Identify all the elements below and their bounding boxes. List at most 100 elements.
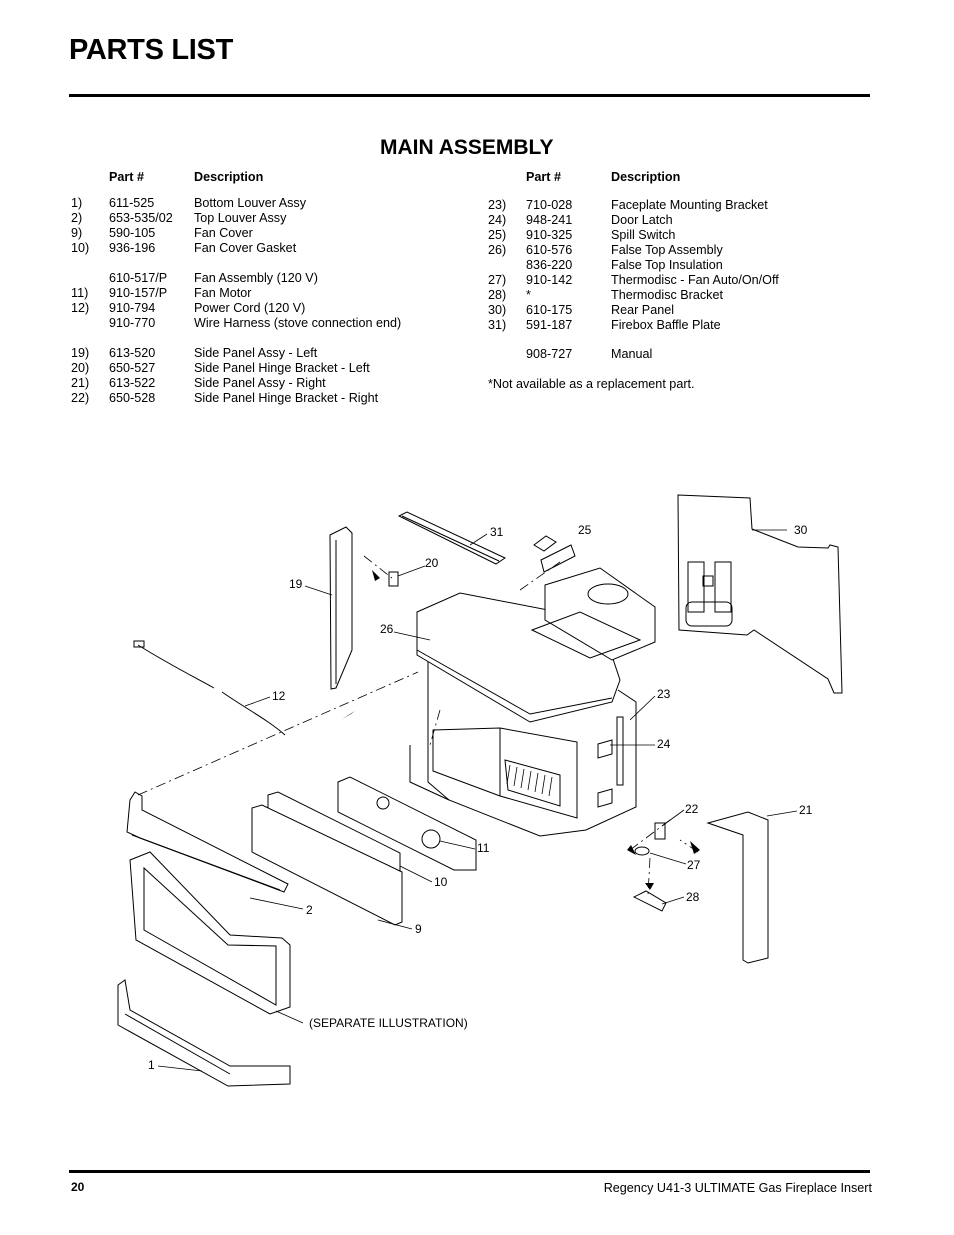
thermodisc-27 [634,846,650,856]
part-number: * [526,288,531,302]
item-number: 30) [488,303,507,317]
item-number: 10) [71,241,90,255]
part-description: False Top Assembly [611,243,723,257]
footnote: *Not available as a replacement part. [488,377,695,391]
callout-10: 10 [434,875,448,889]
item-number: 11) [71,286,89,300]
item-number: 21) [71,376,90,390]
callout-23: 23 [657,687,671,701]
part-number: 611-525 [109,196,155,210]
part-number: 650-527 [109,361,156,375]
top-divider [69,94,870,97]
callout-20: 20 [425,556,439,570]
item-number: 2) [71,211,83,225]
rear-panel-30 [677,494,843,694]
part-number: 710-028 [526,198,573,212]
footer-title: Regency U41-3 ULTIMATE Gas Fireplace Ins… [603,1181,872,1195]
thermodisc-bracket-28 [632,890,667,912]
part-number: 610-175 [526,303,573,317]
hinge-bracket-22 [654,822,666,840]
part-description: Thermodisc - Fan Auto/On/Off [611,273,779,287]
separate-illustration-label: (SEPARATE ILLUSTRATION) [309,1016,468,1030]
description-header: Description [611,170,681,184]
part-description: Side Panel Assy - Right [194,376,326,390]
item-number: 25) [488,228,507,242]
part-description: Side Panel Hinge Bracket - Left [194,361,370,375]
item-number: 23) [488,198,507,212]
item-number: 1) [71,196,83,210]
item-number: 9) [71,226,83,240]
item-number: 22) [71,391,90,405]
part-number: 936-196 [109,241,156,255]
part-number: 591-187 [526,318,573,332]
description-header: Description [194,170,264,184]
part-number-header: Part # [526,170,562,184]
item-number: 26) [488,243,507,257]
part-description: Fan Cover Gasket [194,241,297,255]
part-number: 908-727 [526,347,573,361]
part-number: 910-157/P [109,286,168,300]
item-number: 27) [488,273,507,287]
item-number: 20) [71,361,90,375]
part-description: Power Cord (120 V) [194,301,306,315]
callout-19: 19 [289,577,303,591]
callout-31: 31 [490,525,504,539]
item-number: 31) [488,318,507,332]
item-number: 28) [488,288,507,302]
door-latch-24 [597,739,613,759]
part-description: Rear Panel [611,303,675,317]
part-number: 948-241 [526,213,573,227]
bottom-divider [69,1170,870,1173]
callout-25: 25 [578,523,592,537]
part-number: 650-528 [109,391,156,405]
part-number: 613-522 [109,376,156,390]
callout-1: 1 [148,1058,155,1072]
callout-24: 24 [657,737,671,751]
fan-assembly [337,776,477,871]
part-description: Manual [611,347,653,361]
part-description: Faceplate Mounting Bracket [611,198,768,212]
callout-21: 21 [799,803,813,817]
part-description: Fan Motor [194,286,252,300]
part-number: 910-770 [109,316,156,330]
spill-switch-25 [533,535,557,552]
callout-2: 2 [306,903,313,917]
part-description: Fan Assembly (120 V) [194,271,318,285]
left-side-panel-19 [329,526,353,690]
top-louver-2 [126,791,289,893]
part-number: 610-517/P [109,271,168,285]
part-number: 653-535/02 [109,211,173,225]
part-number: 836-220 [526,258,573,272]
part-number: 610-576 [526,243,573,257]
part-number-header: Part # [109,170,145,184]
part-description: Door Latch [611,213,673,227]
part-description: Wire Harness (stove connection end) [194,316,402,330]
part-description: Spill Switch [611,228,676,242]
part-description: Fan Cover [194,226,253,240]
item-number: 19) [71,346,90,360]
part-description: Top Louver Assy [194,211,287,225]
part-number: 910-794 [109,301,156,315]
part-number: 910-325 [526,228,573,242]
bottom-louver-1 [117,979,291,1087]
callout-26: 26 [380,622,394,636]
item-number: 24) [488,213,507,227]
part-description: Firebox Baffle Plate [611,318,721,332]
part-description: False Top Insulation [611,258,723,272]
callout-11: 11 [477,841,490,855]
callout-22: 22 [685,802,699,816]
fan-cover-9 [251,804,403,926]
callout-27: 27 [687,858,701,872]
power-cord-12 [137,644,286,736]
hinge-bracket-20 [388,571,399,587]
part-number: 910-142 [526,273,573,287]
part-description: Bottom Louver Assy [194,196,306,210]
part-number: 590-105 [109,226,156,240]
part-description: Side Panel Hinge Bracket - Right [194,391,379,405]
part-description: Side Panel Assy - Left [194,346,318,360]
part-number: 613-520 [109,346,156,360]
right-side-panel-21 [706,811,769,964]
faceplate-bracket-23 [616,716,624,786]
callout-30: 30 [794,523,808,537]
